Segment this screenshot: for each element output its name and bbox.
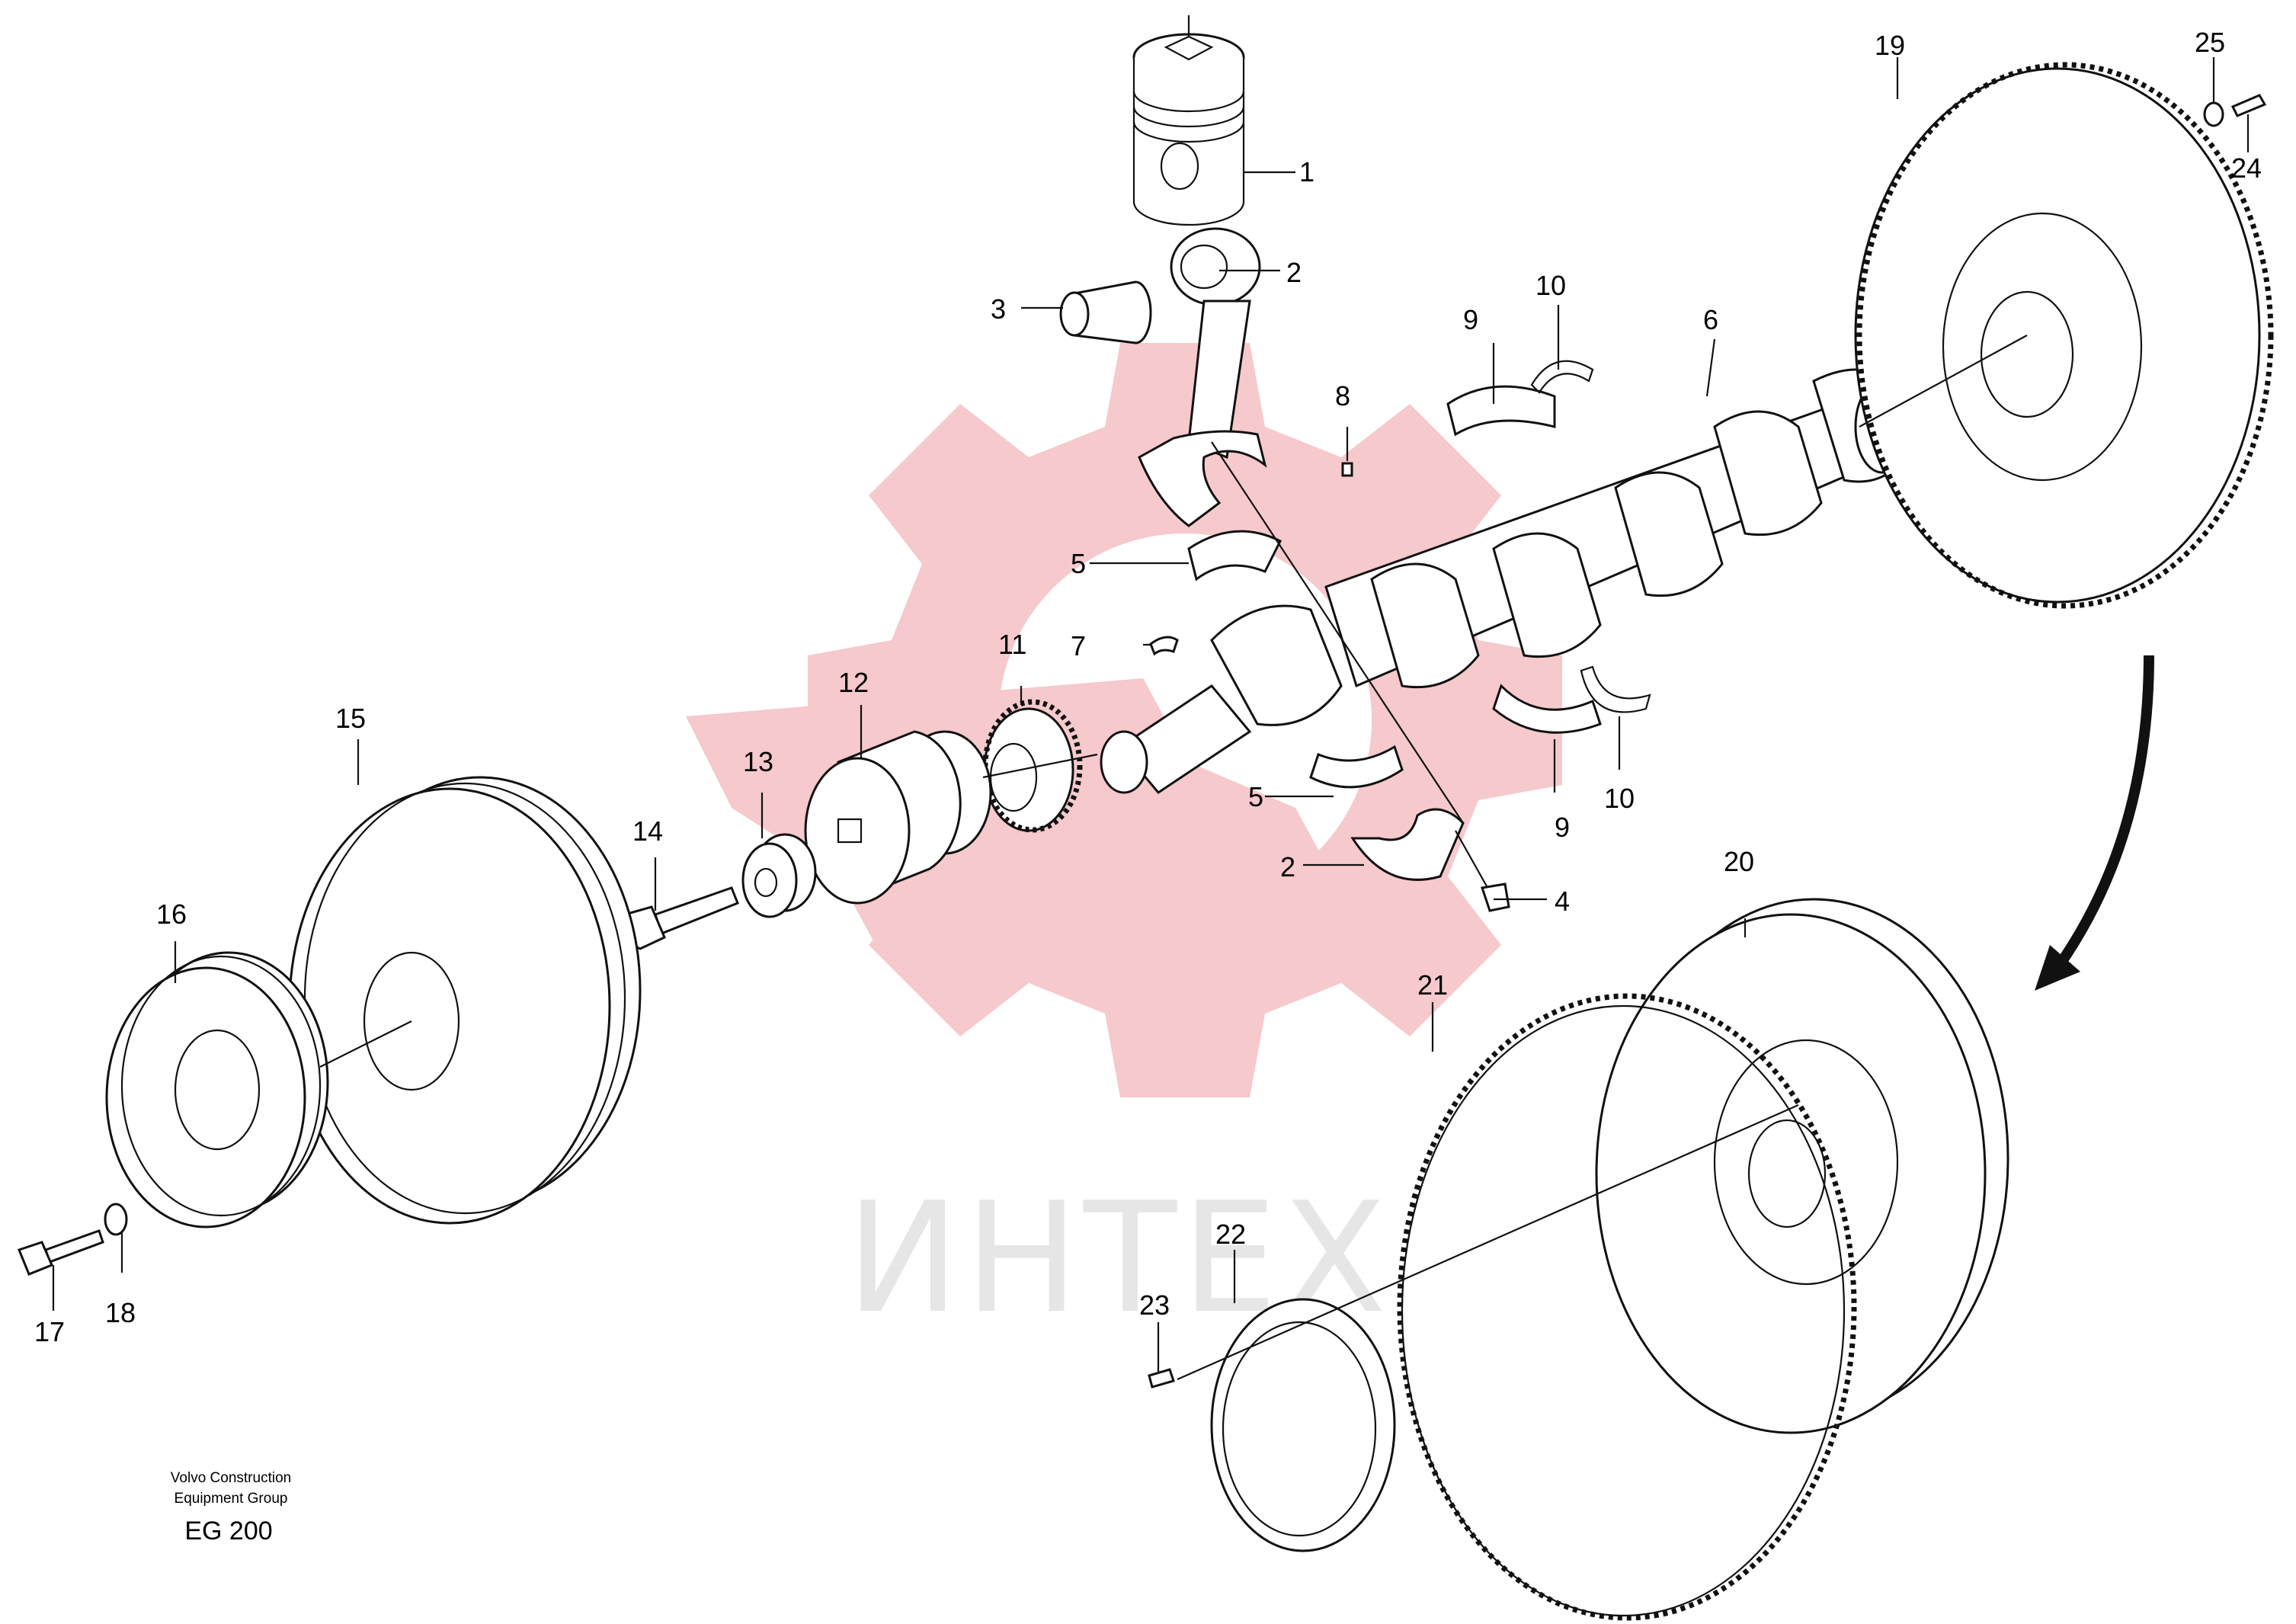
callout-20: 20 (1724, 846, 1754, 877)
pulley-bolt (18, 1229, 104, 1276)
callout-13: 13 (743, 746, 773, 777)
curved-arrow-icon (2035, 655, 2154, 991)
callout-11: 11 (998, 629, 1026, 660)
connecting-rod-cap (1350, 808, 1465, 881)
seal-screw (1148, 1368, 1175, 1389)
callout-24: 24 (2231, 152, 2262, 184)
callout-12: 12 (838, 667, 869, 698)
seal-ring (1210, 1298, 1396, 1552)
callouts: 1 2 2 3 4 5 5 6 7 8 9 9 10 10 11 12 13 1… (34, 27, 2262, 1347)
piston (1132, 15, 1245, 226)
piston-pin (1059, 280, 1152, 344)
callout-8: 8 (1335, 380, 1350, 412)
callout-10-lower: 10 (1604, 783, 1635, 814)
callout-7: 7 (1071, 630, 1086, 661)
ring-gear (1397, 993, 1857, 1621)
hub-bolt (623, 886, 739, 950)
main-bearing-upper (1446, 385, 1556, 437)
hub (804, 730, 992, 905)
thrust-washer-upper (1530, 360, 1594, 394)
callout-21: 21 (1417, 969, 1448, 1001)
caption-line-1: Volvo Construction (171, 1470, 291, 1486)
caption-code: EG 200 (184, 1517, 272, 1546)
callout-2-rod: 2 (1286, 257, 1302, 288)
callout-4: 4 (1555, 886, 1570, 917)
callout-2-cap: 2 (1280, 851, 1295, 882)
plug (1341, 462, 1353, 477)
callout-6: 6 (1703, 304, 1718, 335)
caption: Volvo Construction Equipment Group EG 20… (171, 1470, 291, 1546)
callout-5-upper: 5 (1071, 548, 1086, 579)
callout-3: 3 (991, 293, 1006, 325)
leader-lines (52, 57, 2250, 1381)
callout-1: 1 (1299, 156, 1315, 187)
callout-9-upper: 9 (1463, 304, 1478, 335)
rod-bolt (1455, 830, 1510, 912)
key (1149, 636, 1179, 656)
rod-bearing-upper (1187, 530, 1282, 581)
crankshaft (1100, 368, 1910, 794)
vibration-damper (288, 776, 642, 1225)
caption-line-2: Equipment Group (175, 1491, 288, 1507)
callout-17: 17 (34, 1316, 65, 1347)
callout-5-lower: 5 (1248, 781, 1263, 812)
callout-14: 14 (632, 815, 663, 847)
callout-10-upper: 10 (1535, 270, 1566, 301)
pulley-washer (104, 1203, 128, 1236)
flywheel-bolt (2230, 94, 2267, 117)
flywheel-assembly (1854, 62, 2274, 609)
flywheel (1595, 898, 2009, 1434)
washer (741, 833, 817, 918)
thrust-washer-lower (1580, 665, 1651, 713)
main-bearing-lower (1492, 684, 1602, 734)
callout-25: 25 (2195, 27, 2225, 58)
connecting-rod (1138, 227, 1267, 527)
callout-22: 22 (1215, 1219, 1246, 1250)
callout-19: 19 (1875, 30, 1905, 61)
pulley (105, 951, 329, 1228)
rod-bearing-lower (1309, 745, 1404, 789)
callout-16: 16 (156, 898, 187, 930)
callout-18: 18 (105, 1297, 136, 1328)
flywheel-washer (2203, 101, 2224, 127)
callout-9-lower: 9 (1555, 812, 1570, 843)
callout-23: 23 (1139, 1289, 1170, 1321)
callout-15: 15 (335, 703, 366, 734)
